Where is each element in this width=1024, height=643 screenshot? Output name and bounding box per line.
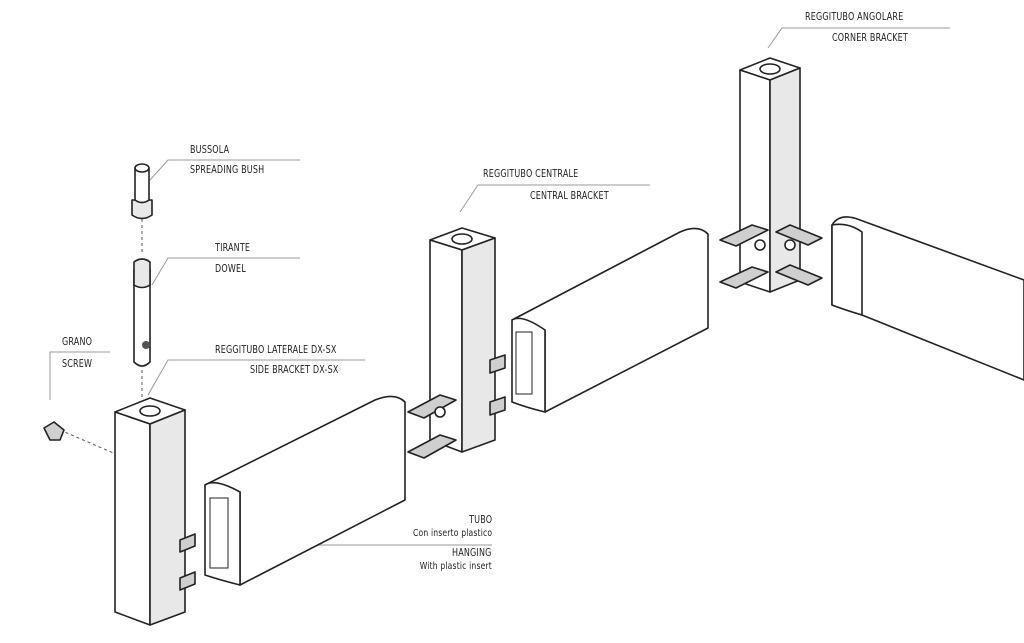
bush-label-it: BUSSOLA (190, 144, 230, 156)
dowel (133, 258, 151, 367)
central-bracket-label-en: CENTRAL BRACKET (530, 190, 609, 202)
side-bracket-post (114, 397, 196, 626)
screw-label-it: GRANO (62, 336, 93, 348)
side-bracket-label-it: REGGITUBO LATERALE DX-SX (215, 344, 337, 356)
hanging-tube-2 (511, 227, 709, 413)
hanging-tube-3 (831, 216, 1024, 381)
dowel-label-en: DOWEL (215, 263, 246, 275)
dowel-label-it: TIRANTE (215, 242, 251, 254)
tube-label-it: TUBO (468, 514, 492, 526)
central-bracket-label-it: REGGITUBO CENTRALE (483, 168, 579, 180)
spreading-bush (131, 163, 153, 220)
bush-label-en: SPREADING BUSH (190, 164, 265, 176)
corner-bracket-label-it: REGGITUBO ANGOLARE (805, 11, 904, 23)
corner-bracket-post (719, 57, 823, 293)
screw (43, 421, 65, 441)
corner-bracket-label-en: CORNER BRACKET (832, 32, 909, 44)
hanging-tube-1 (204, 395, 406, 586)
tube-label-en-sub: With plastic insert (419, 561, 492, 572)
side-bracket-label-en: SIDE BRACKET DX-SX (250, 364, 339, 376)
central-bracket-post (407, 227, 506, 459)
screw-label-en: SCREW (62, 358, 93, 370)
tube-label-it-sub: Con inserto plastico (412, 528, 492, 539)
tube-label-en: HANGING (452, 547, 492, 559)
